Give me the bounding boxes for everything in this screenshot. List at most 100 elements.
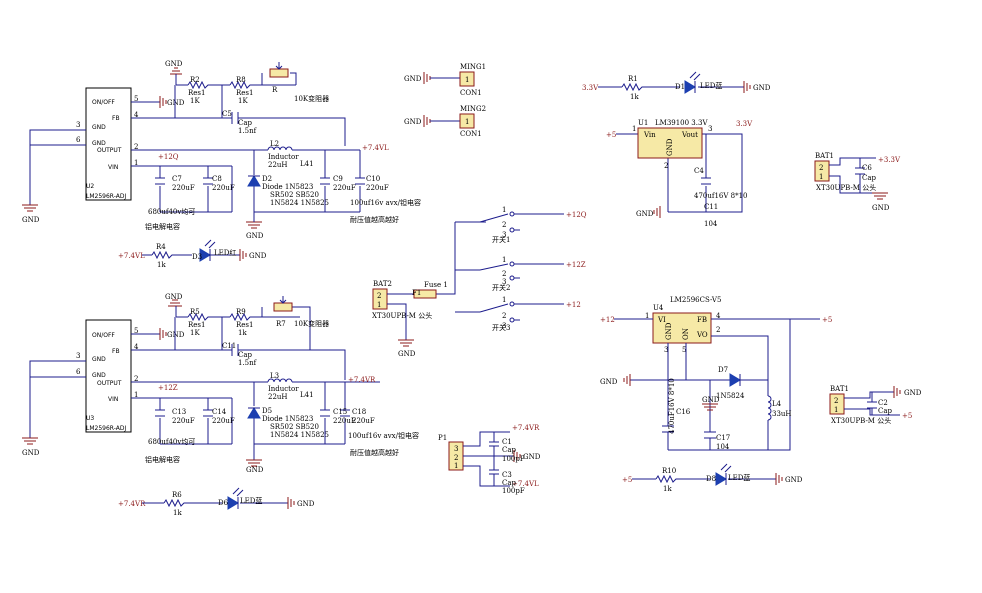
u4-vi: VI xyxy=(657,316,666,324)
cap-out-note2: 耐压值越高越好 xyxy=(350,215,399,224)
u3-pn5: 5 xyxy=(134,327,138,335)
sw3-contact1 xyxy=(509,301,515,307)
sw3-pin1: 1 xyxy=(502,296,506,304)
u2-pin-onoff: ON/OFF xyxy=(92,99,115,106)
output-cap-wire xyxy=(254,150,361,213)
r9-ref: R9 xyxy=(236,308,246,316)
r1-nominal: 1k xyxy=(630,93,639,101)
r6-ref: R6 xyxy=(172,491,182,499)
ming2-pin: 1 xyxy=(465,118,469,126)
l3-value: Inductor xyxy=(268,385,299,393)
c18-ref: C18 xyxy=(352,408,366,416)
sw1-pin2: 2 xyxy=(502,221,506,229)
bat2-box xyxy=(372,288,388,310)
r8-nominal: 1K xyxy=(238,97,248,105)
bat2-value: XT30UPB-M 公头 xyxy=(372,311,432,320)
led-red-indicator: +7.4VL R4 1k D3 LED红 GND xyxy=(118,239,267,269)
r1-resistor xyxy=(621,82,646,92)
c6-ref: C6 xyxy=(862,164,872,172)
r6-nominal: 1k xyxy=(173,509,182,517)
c14-value: 220uF xyxy=(212,417,235,425)
ming2-ref: MING2 xyxy=(460,105,486,113)
c5-value: Cap xyxy=(238,119,253,127)
bat2-pin2: 2 xyxy=(377,292,381,300)
sw1-contact2 xyxy=(509,227,515,233)
net-5v-led: +5 xyxy=(622,476,632,484)
net-7v4vr-led: +7.4VR xyxy=(118,500,146,508)
p1-connector-block: P1 3 2 1 +7.4VR +7.4VL GND C1 Cap 100pF … xyxy=(438,424,541,495)
d3-ref: D3 xyxy=(192,253,202,261)
bat1b-pin1: 1 xyxy=(834,406,838,414)
u2-pin-vin: VIN xyxy=(108,164,118,171)
c7-ref: C7 xyxy=(172,175,182,183)
u4-gnd-pin: GND xyxy=(665,322,673,340)
ming2-value: CON1 xyxy=(460,130,482,138)
c11-nominal: 1.5nf xyxy=(238,359,258,367)
l2-ref: L2 xyxy=(270,140,279,148)
c5-ref: C5 xyxy=(222,110,232,118)
d5-value: Diode 1N5823 xyxy=(262,415,313,423)
sw2-lever xyxy=(479,263,509,271)
u4-fb: FB xyxy=(697,316,707,324)
pot-r7-note: 10K变阻器 xyxy=(294,319,329,328)
net-12q: +12Q xyxy=(158,153,179,161)
l3-inductor xyxy=(267,378,293,383)
r8-ref: R8 xyxy=(236,76,246,84)
gnd-symbol xyxy=(168,299,182,307)
c11-value-ldo: 104 xyxy=(704,220,718,228)
bat1b-box xyxy=(829,393,845,415)
u1-pin1: 1 xyxy=(632,125,636,133)
bat1b-value: XT30UPB-M 公头 xyxy=(831,416,891,425)
bat2-ref: BAT2 xyxy=(373,280,392,288)
r10-nominal: 1k xyxy=(663,485,672,493)
d-alt-1: SR502 SB520 xyxy=(270,191,319,199)
gnd-label: GND xyxy=(165,293,183,301)
d5-diode xyxy=(247,407,261,419)
d3-value: LED红 xyxy=(214,248,236,257)
ldo-3v3-block: 3.3V R1 1k D1 LED蓝 GND +5 Vin Vout GND U… xyxy=(582,71,901,228)
c10-value: 220uF xyxy=(366,184,389,192)
d8-led-arrows xyxy=(720,463,732,485)
d-alt-2-2: 1N5824 1N5825 xyxy=(270,431,329,439)
bat1-ref: BAT1 xyxy=(815,152,834,160)
c17-value: 104 xyxy=(716,443,730,451)
bat1b-ref: BAT1 xyxy=(830,385,849,393)
c2-value: Cap xyxy=(878,407,893,415)
net-5v-ldo: +5 xyxy=(606,131,616,139)
u4-pin2: 2 xyxy=(716,326,720,334)
net-7v4vl-led: +7.4VL xyxy=(118,252,145,260)
d6-led xyxy=(227,496,239,510)
gnd-label: GND xyxy=(398,350,416,358)
gnd-label: GND xyxy=(22,216,40,224)
c11-ref: C11 xyxy=(222,342,236,350)
l3-ref: L3 xyxy=(270,372,279,380)
gnd-label: GND xyxy=(904,389,922,397)
d2-diode xyxy=(247,175,261,187)
sw1-pin1: 1 xyxy=(502,206,506,214)
d1-value: LED蓝 xyxy=(700,81,722,90)
gnd-symbol xyxy=(398,339,414,347)
r9-value: Res1 xyxy=(236,321,253,329)
gnd-symbol xyxy=(22,437,38,445)
gnd-symbol xyxy=(893,386,901,398)
u1-vout: Vout xyxy=(681,131,698,139)
net-12z-out: +12Z xyxy=(566,261,586,269)
ming-connectors: GND 1 MING1 CON1 GND 1 MING2 CON1 xyxy=(404,63,486,138)
buck-converter-2: ON/OFF FB GND GND OUTPUT VIN U3 LM2596R-… xyxy=(22,293,419,474)
sw2-pin3: 3 xyxy=(502,278,506,286)
pot-r7-ref: R7 xyxy=(276,320,286,328)
c15-c18-capacitors xyxy=(320,409,350,417)
c3-ref: C3 xyxy=(502,471,512,479)
u3-pn1: 1 xyxy=(134,391,138,399)
sw1-pin3: 3 xyxy=(502,231,506,239)
u3-pin-output: OUTPUT xyxy=(97,380,122,387)
gnd-symbol xyxy=(872,192,888,200)
sw1-out-wire xyxy=(514,213,564,231)
u4-on-pin: ON xyxy=(682,328,690,340)
ming1-value: CON1 xyxy=(460,89,482,97)
cap-in-note2: 铝电解电容 xyxy=(145,222,180,231)
l4-value: 33uH xyxy=(772,410,792,418)
net-7v4vr-p1: +7.4VR xyxy=(512,424,540,432)
u2-pn1: 1 xyxy=(134,159,138,167)
